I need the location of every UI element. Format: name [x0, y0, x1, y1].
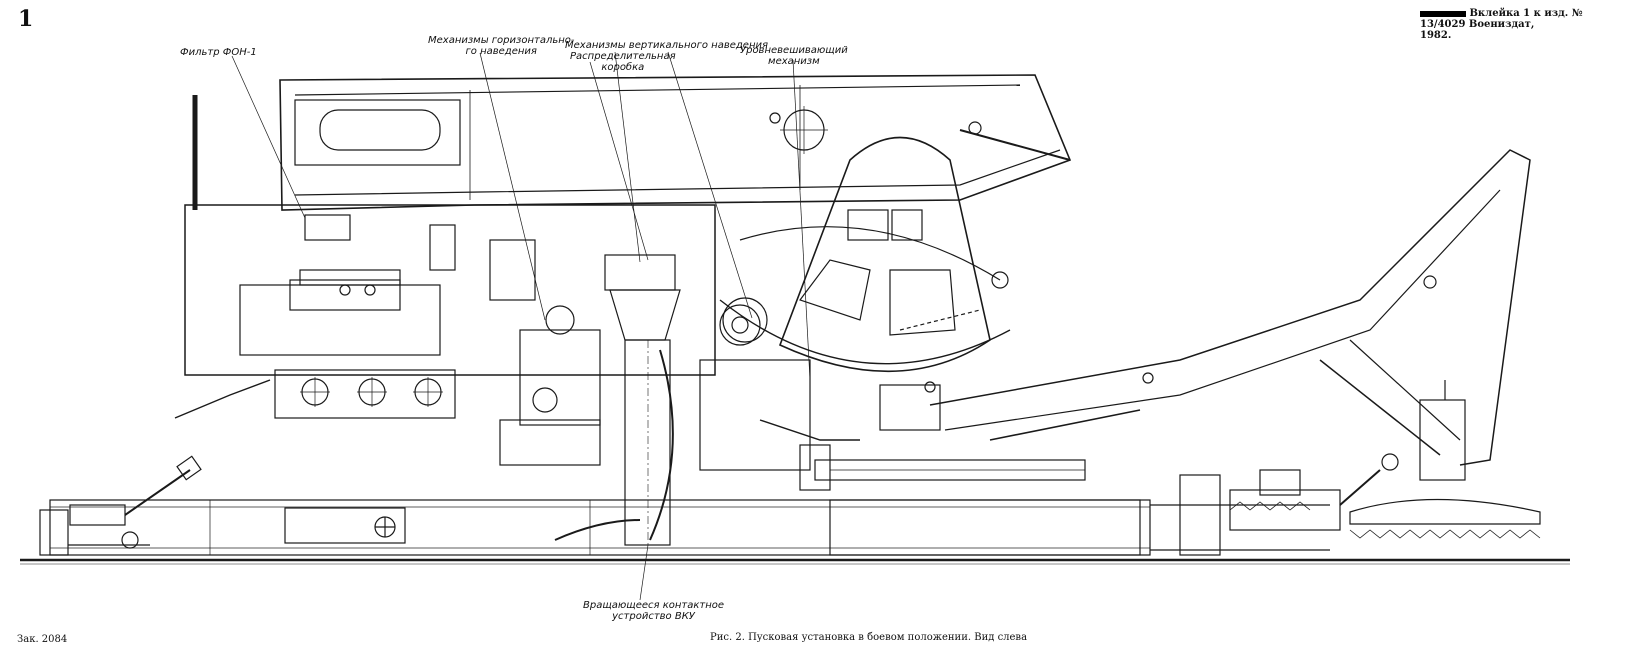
figure-caption: Рис. 2. Пусковая установка в боевом поло… — [710, 632, 1028, 643]
elevation-sector — [719, 136, 1011, 393]
header-note: Вклейка 1 к изд. № 13/4029 Воениздат, 19… — [1420, 8, 1620, 41]
horizontal-guidance-mechanism — [499, 254, 681, 546]
callout-leveling-mechanism: Уровневешивающий механизм — [740, 45, 848, 67]
front-support-jack — [39, 455, 202, 556]
callout-leaders — [231, 51, 811, 601]
callout-vertical-guidance: Механизмы вертикального наведения — [565, 40, 769, 51]
launch-rail — [279, 74, 1072, 211]
ground-line — [20, 558, 1570, 565]
rear-support-jack — [1179, 453, 1399, 556]
callout-vku: Вращающееся контактное устройство ВКУ — [583, 600, 725, 622]
callout-distribution-box: Распределительная коробка — [570, 51, 676, 73]
leveling-mechanism — [699, 297, 1141, 491]
callout-filter-fon1: Фильтр ФОН-1 — [180, 47, 257, 58]
header-note-line1: Вклейка 1 к изд. № 13/4029 Воениздат, — [1420, 8, 1583, 30]
equipment-cabinet — [174, 95, 716, 419]
rear-boom — [929, 149, 1541, 539]
callout-horizontal-guidance: Механизмы горизонтально- го наведения — [428, 35, 575, 57]
base-frame — [49, 499, 1330, 556]
order-number: Зак. 2084 — [17, 634, 68, 645]
header-note-line2: 1982. — [1420, 30, 1452, 41]
ink-blot-decoration — [1420, 10, 1466, 17]
page-number: 1 — [18, 6, 34, 32]
